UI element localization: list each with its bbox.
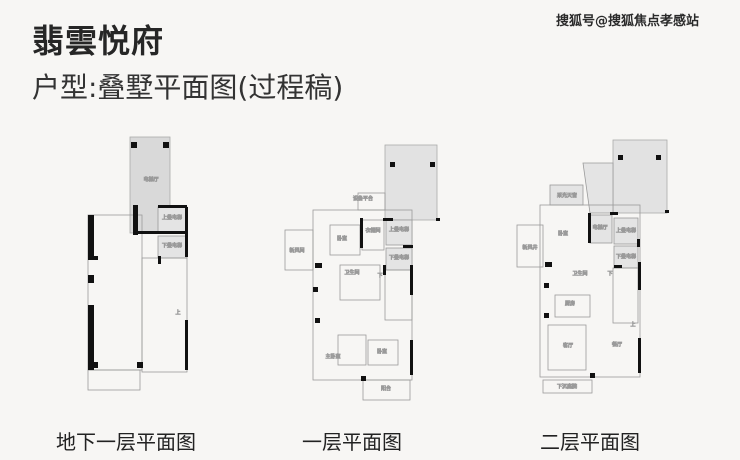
- room-label: 餐厅: [612, 341, 622, 348]
- room-label: 电梯厅: [592, 224, 607, 231]
- first-floor-plan-caption: 一层平面图: [302, 430, 402, 454]
- page-title: 翡雲悦府: [32, 22, 165, 60]
- room-label: 下沉庭院: [557, 383, 577, 390]
- room-label: 设备平台: [353, 195, 373, 202]
- room-label: 阳台: [381, 385, 391, 392]
- room-label: 新风间: [289, 247, 304, 254]
- second-floor-plan: 采光天窗 卧室 电梯厅 上叠电梯 下叠电梯 新风井 卫生间 下 厨房 客厅 餐厅…: [516, 139, 669, 394]
- first-floor-plan: 设备平台 新风间 卧室 衣帽间 上叠电梯 下叠电梯 卫生间 下 主卧室 卧室 阳…: [284, 144, 440, 401]
- room-label: 卫生间: [572, 270, 587, 277]
- watermark: 搜狐号@搜狐焦点孝感站: [556, 14, 700, 29]
- room-label: 新风井: [522, 244, 537, 251]
- room-label: 下: [377, 273, 382, 279]
- room-label: 上: [175, 309, 180, 316]
- room-label: 衣帽间: [365, 227, 380, 234]
- room-label: 下叠电梯: [162, 242, 182, 249]
- room-label: 卫生间: [344, 269, 359, 276]
- room-label: 采光天窗: [557, 192, 577, 199]
- page-subtitle: 户型:叠墅平面图(过程稿): [32, 71, 344, 104]
- room-label: 厨房: [565, 300, 575, 307]
- basement-floor-plan: 电梯厅 上叠电梯 下叠电梯 上: [87, 136, 188, 391]
- room-label: 电梯厅: [143, 176, 158, 183]
- room-label: 客厅: [563, 342, 573, 349]
- room-label: 卧室: [337, 235, 347, 242]
- room-label: 上叠电梯: [616, 227, 636, 234]
- basement-plan-caption: 地下一层平面图: [56, 430, 196, 454]
- room-label: 上叠电梯: [162, 214, 182, 221]
- room-label: 下: [607, 271, 612, 277]
- second-floor-plan-caption: 二层平面图: [540, 430, 640, 454]
- room-label: 主卧室: [325, 353, 340, 360]
- room-label: 卧室: [558, 230, 568, 237]
- room-label: 下叠电梯: [389, 254, 409, 261]
- room-label: 卧室: [377, 348, 387, 355]
- room-label: 上: [630, 321, 635, 328]
- room-label: 上叠电梯: [389, 226, 409, 233]
- room-label: 下叠电梯: [616, 253, 636, 260]
